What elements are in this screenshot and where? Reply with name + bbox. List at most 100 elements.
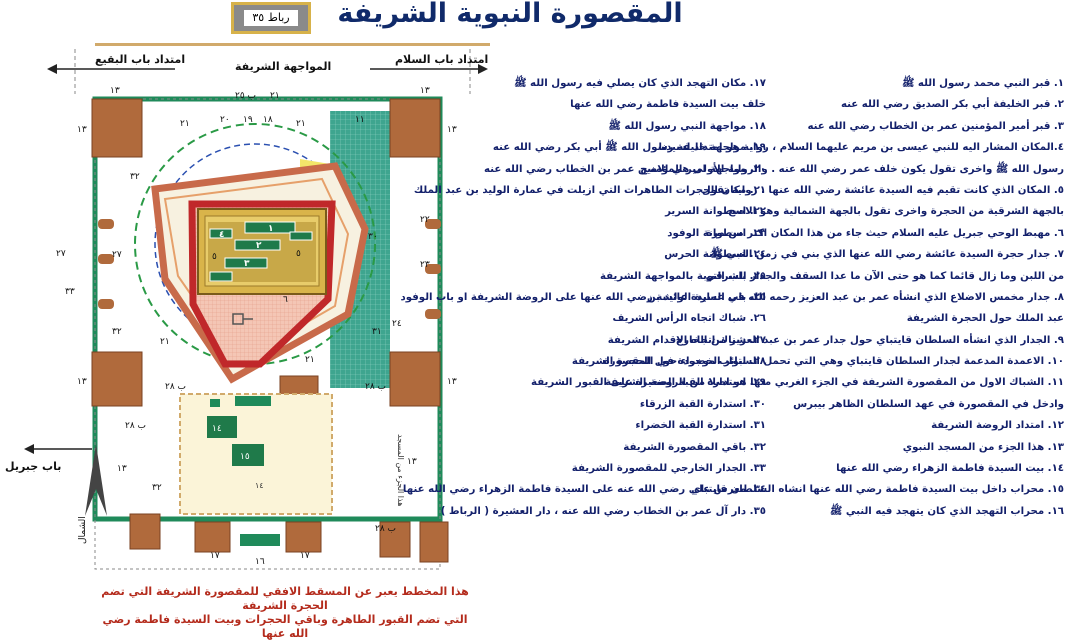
- legend-item: ١٩. مواجهة خليفة رسول الله ﷺ أبي بكر رضي…: [492, 142, 766, 154]
- svg-text:١٣: ١٣: [447, 125, 457, 135]
- grave-2: [234, 239, 281, 251]
- svg-text:٤: ٤: [219, 230, 225, 240]
- svg-text:هذا الجزء من المسجد: هذا الجزء من المسجد: [396, 434, 405, 506]
- legend-item: ٣١. استدارة القبة الخضراء: [635, 420, 766, 432]
- legend-item: ٢٤. اسطوانة الحرس: [664, 249, 766, 261]
- legend-item: ١٣. هذا الجزء من المسجد النبوي: [902, 441, 1064, 453]
- legend-item: ٢٣. اسطوانة الوفود: [667, 227, 766, 239]
- svg-text:ب ٢٥: ب ٢٥: [235, 91, 256, 101]
- ribat-box: رباط ٣٥: [231, 2, 311, 34]
- svg-text:٢٢: ٢٢: [420, 215, 430, 225]
- north-arrow: [85, 444, 107, 516]
- svg-text:٢١: ٢١: [180, 119, 190, 129]
- legend-item: ٨. جدار مخمس الاضلاع الذي انشأه عمر بن ع…: [646, 291, 1064, 303]
- grave-1: [244, 221, 296, 234]
- svg-text:١٨: ١٨: [263, 115, 273, 125]
- svg-text:١٣: ١٣: [420, 86, 430, 96]
- legend-item: ١٠. الاعمدة المدعمة لجدار السلطان قايتبا…: [571, 356, 1064, 368]
- label-salam-extension: امتداد باب السلام: [395, 53, 489, 66]
- legend-item: ٣٢. باقي المقصورة الشريفة: [623, 441, 766, 453]
- svg-text:٥: ٥: [212, 252, 217, 262]
- svg-text:٢٠: ٢٠: [220, 115, 230, 125]
- legend-item: بالجهة الشرقية من الحجرة واخرى تقول بالج…: [728, 206, 1064, 218]
- legend-item: ٥. المكان الذي كانت تقيم فيه السيدة عائش…: [701, 184, 1064, 196]
- legend-item: ٢. قبر الخليفة أبي بكر الصديق رضي الله ع…: [840, 99, 1064, 111]
- svg-text:٢٧: ٢٧: [56, 249, 66, 259]
- svg-text:١٤: ١٤: [255, 481, 264, 490]
- legend-item: ١١. الشباك الاول من المقصورة الشريفة في …: [605, 377, 1064, 389]
- svg-text:١٣: ١٣: [117, 464, 127, 474]
- legend-item: من اللبن وما زال قائما كما هو حتى الآن م…: [705, 270, 1064, 282]
- svg-text:ب ٢٨: ب ٢٨: [365, 382, 386, 392]
- legend-item: ٣٤. معرس علي رضي الله عنه على السيدة فاط…: [402, 484, 766, 496]
- legend-item: ٢٧. شباك اتجاه الاقدام الشريفة: [607, 334, 766, 346]
- title-divider: [95, 43, 490, 46]
- legend-item: ٩. الجدار الذي انشأه السلطان قايتباي حول…: [675, 334, 1064, 346]
- svg-text:١٤: ١٤: [212, 424, 222, 434]
- svg-text:٢١: ٢١: [296, 119, 306, 129]
- legend-item: ٢٩. استدارة القبة الصغيرة على القبور الش…: [531, 377, 766, 389]
- legend-item: ٣٣. الجدار الخارجي للمقصورة الشريفة: [571, 463, 766, 475]
- legend-item: ٢١. مكان الحجرات الطاهرات التي ازيلت في …: [413, 184, 766, 196]
- legend-left: ١٧. مكان التهجد الذي كان يصلي فيه رسول ا…: [400, 73, 767, 522]
- svg-text:٣: ٣: [244, 259, 250, 269]
- legend-item: ١٤. بيت السيدة فاطمة الزهراء رضي الله عن…: [836, 463, 1064, 475]
- svg-text:٢١: ٢١: [270, 91, 280, 101]
- svg-text:١١: ١١: [355, 115, 365, 125]
- svg-text:١: ١: [268, 224, 274, 234]
- plan-caption: هذا المخطط يعبر عن المسقط الافقي للمقصور…: [95, 585, 475, 641]
- grave-4: [209, 228, 233, 239]
- svg-text:٢: ٢: [256, 241, 262, 251]
- svg-text:١٦: ١٦: [255, 557, 265, 567]
- svg-text:١٥: ١٥: [240, 452, 250, 462]
- legend-item: ٢٥. باب السيدة عائشة رضي الله عنها على ا…: [400, 291, 766, 303]
- svg-text:١٣: ١٣: [77, 125, 87, 135]
- label-jibril-gate: باب جبريل: [5, 460, 62, 473]
- svg-text:٣٠: ٣٠: [368, 232, 378, 242]
- page-title: المقصورة النبوية الشريفة: [337, 0, 683, 29]
- legend-item: وادخل في المقصورة في عهد السلطان الظاهر …: [793, 398, 1064, 410]
- label-baqi-extension: امتداد باب البقيع: [95, 53, 186, 66]
- svg-text:٣٣: ٣٣: [65, 287, 75, 297]
- svg-text:٢٧: ٢٧: [112, 250, 122, 260]
- legend-item: ١٨. مواجهة النبي رسول الله ﷺ: [608, 120, 767, 132]
- svg-text:الشمال: الشمال: [78, 516, 88, 544]
- legend-item: خلف بيت السيدة فاطمة رضي الله عنها: [570, 99, 766, 111]
- svg-text:١٩: ١٩: [243, 115, 253, 125]
- legend-item: ٢٥. باب التوبة بالمواجهة الشريفة: [599, 270, 766, 282]
- legend-item: ٢٢. اسطوانة السرير: [665, 206, 766, 218]
- legend-item: ١٥. محراب داخل بيت السيدة فاطمة رضي الله…: [691, 484, 1064, 496]
- legend-right: ١. قبر النبي محمد رسول الله ﷺ ٢. قبر الخ…: [571, 73, 1064, 522]
- caption-line: التي تضم القبور الطاهرة وباقي الحجرات وب…: [102, 613, 468, 640]
- legend-item: ٣. قبر أمير المؤمنين عمر بن الخطاب رضي ا…: [807, 120, 1064, 132]
- svg-text:١٧: ١٧: [210, 551, 220, 561]
- legend-item: ٢٨. ابواب موجودة في المقصورة: [603, 356, 766, 368]
- ribat-label: رباط ٣٥: [244, 10, 298, 26]
- caption-line: هذا المخطط يعبر عن المسقط الافقي للمقصور…: [101, 585, 469, 612]
- legend-item: ٢٠. مواجهة امير المؤمنين عمر بن الخطاب ر…: [483, 163, 766, 175]
- legend-item: ١٢. امتداد الروضة الشريفة: [931, 420, 1064, 432]
- svg-text:١٣: ١٣: [77, 377, 87, 387]
- legend-item: ٧. جدار حجرة السيدة عائشة رضي الله عنها …: [710, 249, 1064, 261]
- grave-3: [224, 257, 268, 269]
- svg-text:٢٤: ٢٤: [392, 319, 402, 329]
- mihrab-15: [207, 416, 237, 438]
- svg-text:١٧: ١٧: [300, 551, 310, 561]
- label-mowajaha: المواجهة الشريفة: [235, 60, 332, 73]
- svg-text:٣٢: ٣٢: [152, 483, 162, 493]
- svg-text:٣٢: ٣٢: [130, 172, 140, 182]
- legend-item: ١٧. مكان التهجد الذي كان يصلي فيه رسول ا…: [514, 78, 766, 89]
- svg-text:٢١: ٢١: [305, 355, 315, 365]
- svg-text:١٣: ١٣: [407, 457, 417, 467]
- legend-item: ٢٦. شباك اتجاه الرأس الشريف: [612, 313, 766, 325]
- pillar-label: ١٣: [110, 86, 120, 96]
- svg-text:ب ٢٨: ب ٢٨: [165, 382, 186, 392]
- svg-text:٣٢: ٣٢: [112, 327, 122, 337]
- legend-item: رسول الله ﷺ واخرى تقول يكون خلف عمر رضي …: [640, 163, 1064, 175]
- svg-text:٣١: ٣١: [372, 327, 382, 337]
- svg-text:٢١: ٢١: [160, 337, 170, 347]
- legend-item: ١. قبر النبي محمد رسول الله ﷺ: [902, 78, 1064, 89]
- svg-text:ب ٢٨: ب ٢٨: [125, 421, 146, 431]
- legend-item: ٣٠. استدارة القبة الزرقاء: [639, 398, 766, 410]
- legend-item: ١٦. محراب التهجد الذي كان يتهجد فيه النب…: [829, 505, 1064, 517]
